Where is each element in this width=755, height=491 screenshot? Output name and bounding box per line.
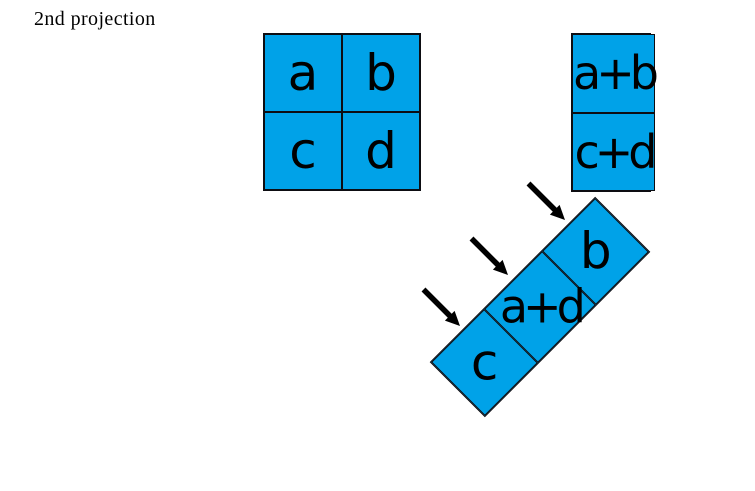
matrix-cell-b-label: b bbox=[365, 44, 397, 102]
diagonal-arrow-icon bbox=[469, 236, 508, 275]
diagonal-arrow-icon bbox=[421, 287, 460, 326]
strip-cell-c-label: c bbox=[470, 333, 499, 392]
strip-cell-b-label: b bbox=[579, 222, 612, 281]
vector-cell-bottom: c+d bbox=[572, 112, 657, 191]
strip-cell-a-plus-d-label: a+d bbox=[499, 280, 581, 334]
matrix-cell-c-label: c bbox=[289, 122, 317, 180]
vector-cell-top-label: a+b bbox=[573, 46, 659, 101]
vector-cell-bottom-label: c+d bbox=[574, 124, 657, 179]
matrix-cell-a: a bbox=[264, 34, 342, 112]
vector-cell-top: a+b bbox=[572, 34, 659, 113]
matrix-cell-b: b bbox=[342, 34, 420, 112]
diagonal-strip: c a+d b bbox=[429, 196, 651, 418]
matrix-cell-c: c bbox=[264, 112, 342, 190]
matrix-2x2: a b c d bbox=[263, 33, 421, 191]
figure-title: 2nd projection bbox=[34, 8, 156, 30]
column-vector: a+b c+d bbox=[571, 33, 659, 192]
diagonal-arrow-icon bbox=[526, 181, 565, 220]
matrix-cell-a-label: a bbox=[287, 44, 319, 102]
matrix-cell-d: d bbox=[342, 112, 420, 190]
matrix-cell-d-label: d bbox=[365, 122, 397, 180]
